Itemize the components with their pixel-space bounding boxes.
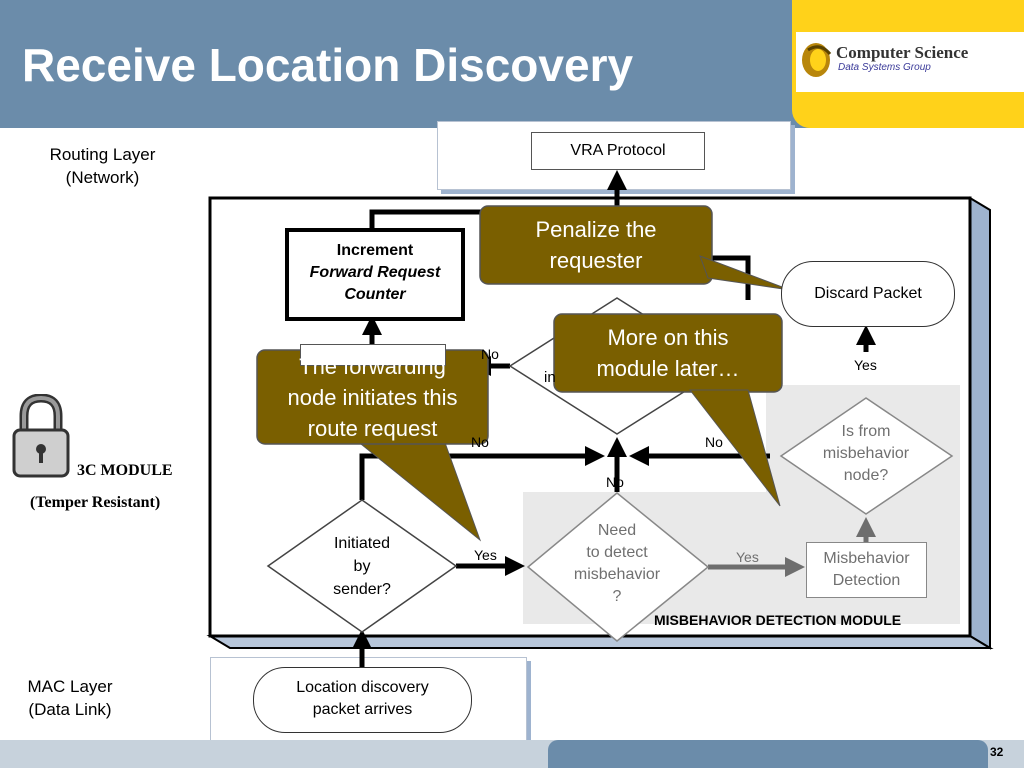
callout-penalize-tail (699, 255, 791, 291)
edge-label-no-left: No (471, 434, 489, 450)
need-detect-diamond (526, 492, 710, 642)
line-to-discard (700, 255, 751, 300)
edge-label-no-right: No (705, 434, 723, 450)
need-detect-label: Need to detect misbehavior ? (573, 522, 661, 605)
vra-protocol-label: VRA Protocol (570, 142, 666, 159)
increment-label-2: Forward Request (309, 264, 441, 281)
vra-protocol-box: VRA Protocol (531, 132, 705, 170)
initiated-label: Initiated by sender? (333, 535, 391, 598)
middle-diamond-fragment: in (544, 369, 556, 386)
logo-name: Computer Science (836, 43, 969, 62)
edge-label-yes-initiated: Yes (474, 547, 497, 563)
routing-layer-label: Routing Layer (Network) (49, 145, 156, 187)
discard-packet-label: Discard Packet (814, 285, 922, 302)
logo-subtitle: Data Systems Group (838, 62, 931, 73)
logo-banner (796, 32, 1024, 92)
callout-more-tail (688, 389, 781, 507)
misbehavior-module-label: MISBEHAVIOR DETECTION MODULE (654, 612, 902, 628)
increment-label-3: Counter (344, 286, 406, 303)
edge-label-no-bottom: No (606, 474, 624, 490)
arrow-initiated-up (359, 446, 605, 500)
padlock-icon (12, 394, 70, 478)
increment-counter-box: Increment Forward Request Counter (285, 228, 465, 321)
edge-label-no-top: No (481, 346, 499, 362)
callout-more-text: More on this module later… (596, 325, 740, 381)
edge-label-yes-discard: Yes (854, 357, 877, 373)
module-name: 3C MODULE (77, 462, 173, 479)
location-arrives-label: Location discovery packet arrives (296, 679, 429, 718)
is-misbehavior-diamond (779, 397, 954, 515)
footer-tab (548, 740, 988, 768)
module-note: (Temper Resistant) (30, 494, 161, 511)
slide-title: Receive Location Discovery (22, 39, 634, 91)
callout-forwarding-text: The forwarding node initiates this route… (287, 354, 458, 441)
increment-label-1: Increment (336, 242, 414, 259)
page-number: 32 (990, 745, 1004, 759)
edge-label-yes-need: Yes (736, 549, 759, 565)
location-arrives-box: Location discovery packet arrives (253, 667, 472, 733)
callout-penalize (479, 205, 713, 285)
hidden-step-box (300, 344, 446, 366)
is-misbehavior-label: Is from misbehavior node? (822, 423, 910, 484)
logo-emblem-icon (802, 43, 832, 77)
initiated-diamond (266, 499, 458, 633)
mac-layer-label: MAC Layer (Data Link) (27, 677, 113, 719)
callout-penalize-text: Penalize the requester (535, 217, 657, 273)
misbehavior-detection-label: Misbehavior Detection (823, 550, 910, 589)
misbehavior-detection-box: Misbehavior Detection (806, 542, 927, 598)
discard-packet-box: Discard Packet (781, 261, 955, 327)
callout-more (553, 313, 783, 393)
